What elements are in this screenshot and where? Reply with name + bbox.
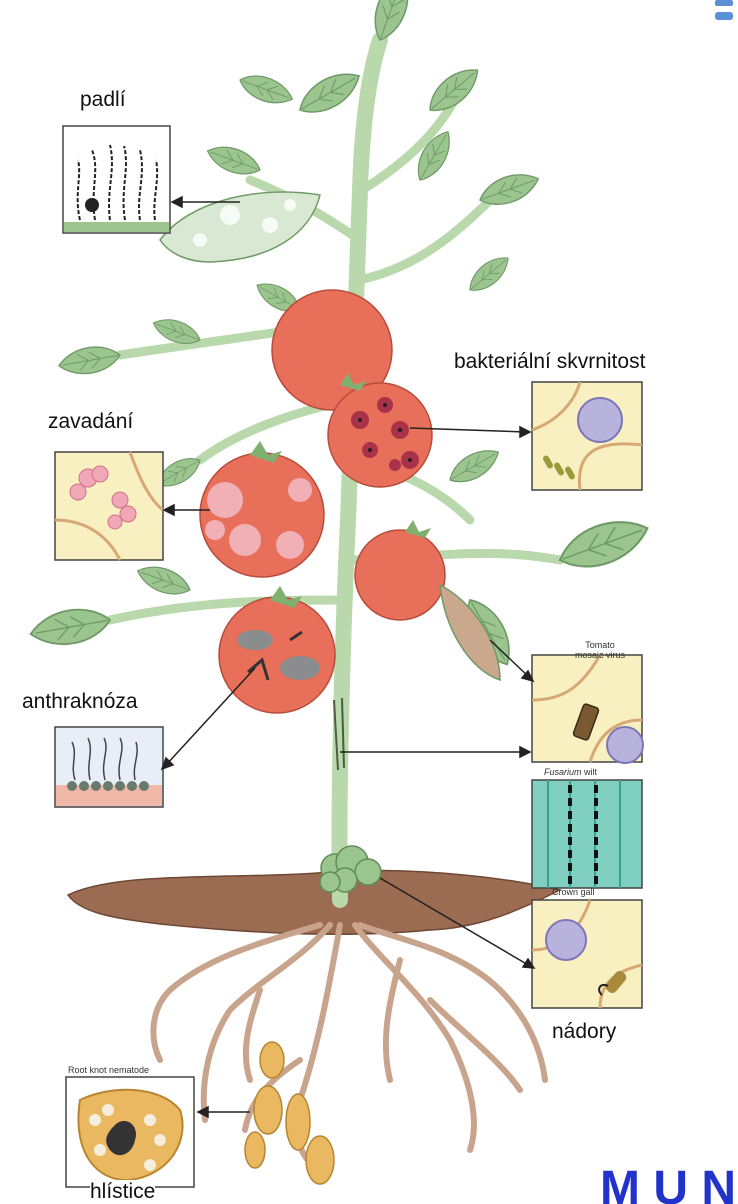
- inset-bacterial-spot: [532, 382, 642, 490]
- fusarium-caption: Fusarium wilt: [544, 768, 597, 778]
- muni-logo: M U N I: [600, 1162, 738, 1204]
- corner-icon: [715, 0, 733, 20]
- inset-anthracnose: [55, 727, 163, 807]
- roots: [153, 925, 545, 1170]
- svg-text:M U N I: M U N I: [600, 1162, 738, 1204]
- label-anthracnose: anthraknóza: [22, 690, 138, 713]
- tomato-right: [355, 530, 445, 620]
- root-knot-caption: Root knot nematode: [68, 1066, 149, 1076]
- tomato-bacterial-spot: [328, 383, 432, 487]
- label-tumors: nádory: [552, 1020, 616, 1043]
- tmv-caption-line1: Tomato: [585, 640, 615, 650]
- inset-root-knot: [66, 1077, 194, 1187]
- label-bacterial-spot: bakteriální skvrnitost: [454, 350, 645, 373]
- root-galls: [245, 1042, 334, 1184]
- fusarium-caption-italic: Fusarium: [544, 767, 582, 777]
- crown-gall-growth: [320, 846, 381, 892]
- tomato-wilting: [200, 453, 324, 577]
- label-nematodes: hlístice: [90, 1180, 155, 1203]
- tmv-caption-line2: mosaic virus: [575, 650, 625, 660]
- label-powdery-mildew: padlí: [80, 88, 126, 111]
- inset-crown-gall: [532, 900, 642, 1008]
- inset-tmv: [532, 655, 643, 763]
- fusarium-caption-rest: wilt: [582, 767, 598, 777]
- label-wilting: zavadání: [48, 410, 133, 433]
- crown-gall-caption: Crown gall: [552, 888, 595, 898]
- inset-fusarium: [532, 780, 642, 888]
- inset-powdery-mildew: [63, 126, 170, 233]
- inset-wilting: [55, 452, 163, 560]
- tomato-anthracnose: [219, 597, 335, 713]
